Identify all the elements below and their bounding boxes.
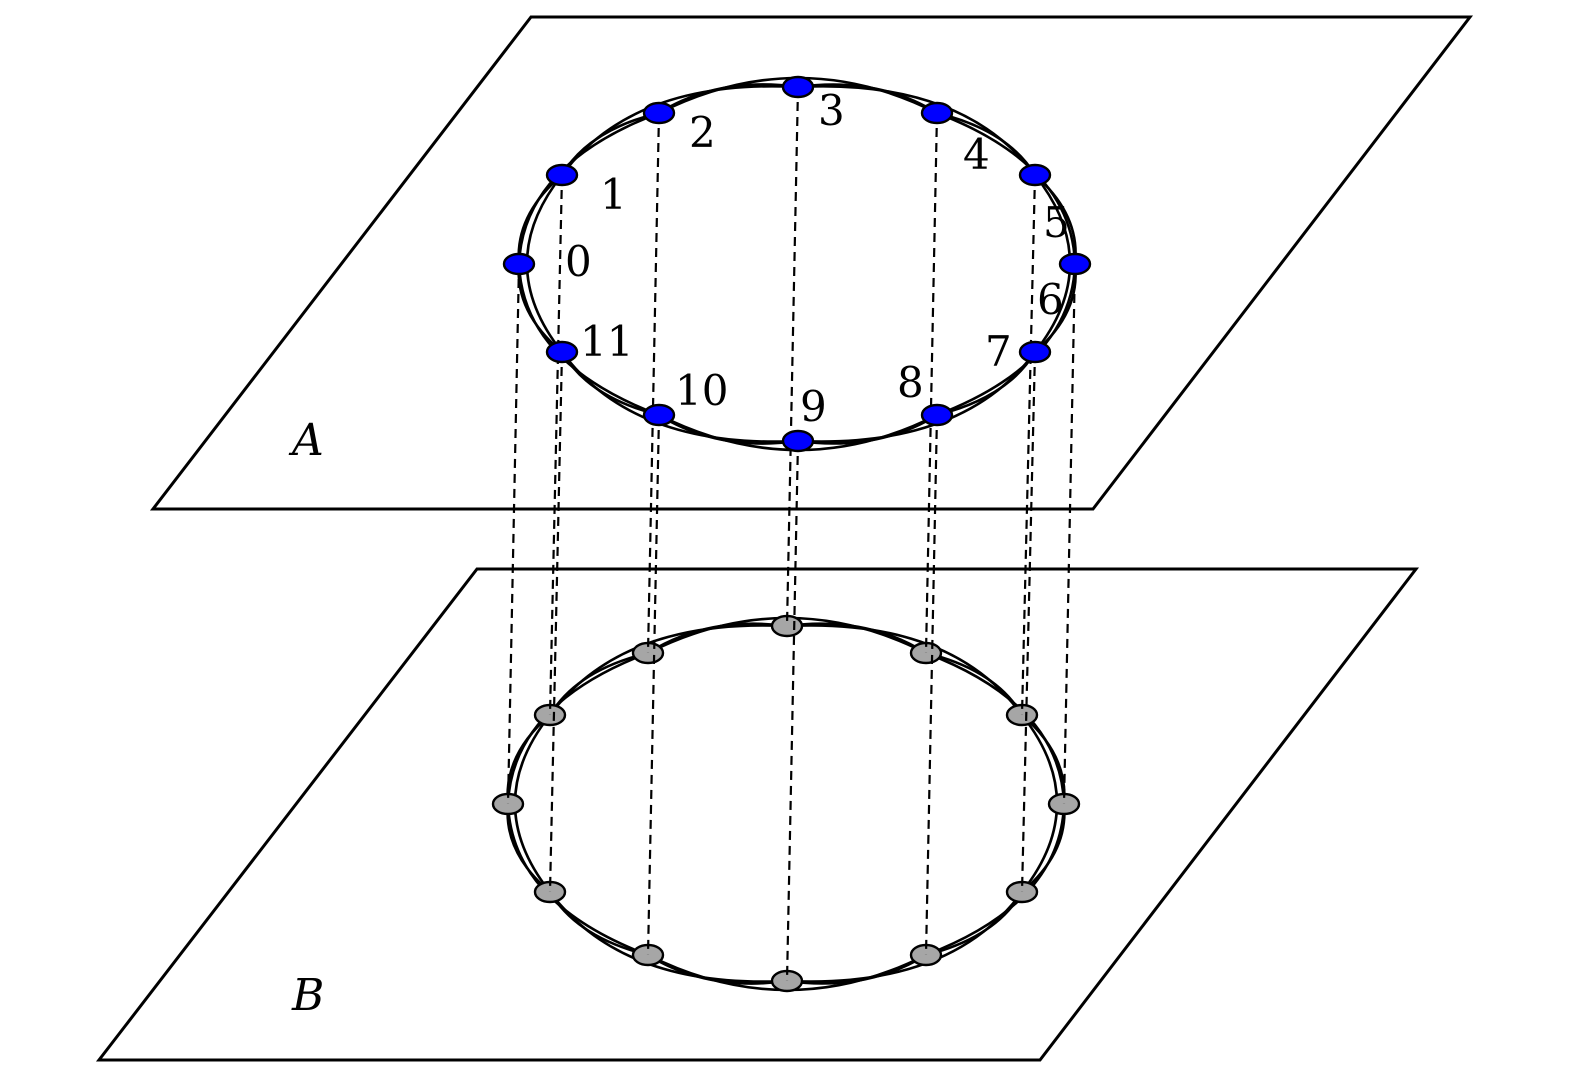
layer-a-node-10 bbox=[642, 403, 676, 427]
layer-a-node-6 bbox=[1058, 252, 1092, 276]
layer-a-node-11 bbox=[545, 340, 579, 364]
layer-a-nodes bbox=[502, 75, 1092, 453]
layer-b-edge-1-3 bbox=[548, 624, 788, 716]
inter-link-5 bbox=[1020, 174, 1037, 716]
layer-b-label: B bbox=[291, 970, 324, 1021]
inter-link-3 bbox=[785, 86, 800, 627]
layer-b-edge-0-1 bbox=[506, 714, 551, 805]
layer-a-node-label-10: 10 bbox=[675, 366, 728, 415]
layer-a-plane bbox=[149, 15, 1474, 511]
layer-a-node-3 bbox=[781, 75, 815, 99]
layer-a-node-label-11: 11 bbox=[580, 317, 633, 366]
layer-a-node-label-4: 4 bbox=[963, 130, 990, 179]
layer-a-node-labels: 01 2 3 4 5 67 8 9 10 11 bbox=[565, 86, 1070, 431]
layer-a-edge-1-3 bbox=[560, 85, 799, 176]
inter-link-2 bbox=[646, 112, 661, 654]
inter-link-7 bbox=[1020, 351, 1037, 893]
layer-b-edges bbox=[506, 616, 1066, 992]
layer-a-node-9 bbox=[781, 429, 815, 453]
layer-b-edge-4-6 bbox=[925, 651, 1066, 805]
layer-a-node-5 bbox=[1018, 163, 1052, 187]
layer-b-edge-7-9 bbox=[786, 891, 1024, 983]
inter-link-9 bbox=[785, 440, 800, 982]
layer-b-plane bbox=[95, 567, 1420, 1062]
layer-b-edge-1-2 bbox=[548, 651, 649, 716]
layer-b-edge-5-6 bbox=[1021, 714, 1066, 805]
layer-a-edge-0-1 bbox=[517, 174, 563, 265]
layer-a-node-4 bbox=[920, 101, 954, 125]
layer-b-edge-11-0 bbox=[506, 803, 551, 893]
layer-a-node-label-3: 3 bbox=[818, 86, 845, 135]
layer-b-edge-10-0 bbox=[506, 803, 649, 957]
layer-a-node-label-5: 5 bbox=[1043, 198, 1070, 247]
layer-b-edge-0-2 bbox=[506, 651, 649, 805]
layer-b-edge-3-5 bbox=[786, 624, 1024, 716]
layer-a-node-7 bbox=[1018, 340, 1052, 364]
inter-layer-links bbox=[506, 86, 1077, 982]
layer-a-node-8 bbox=[920, 403, 954, 427]
layer-b-edge-6-8 bbox=[925, 803, 1066, 957]
inter-link-8 bbox=[924, 414, 939, 956]
layer-a-node-1 bbox=[545, 163, 579, 187]
layer-a-node-label-6: 6 bbox=[1037, 275, 1064, 324]
layer-a-node-2 bbox=[642, 101, 676, 125]
inter-link-6 bbox=[1062, 263, 1077, 805]
layer-a-edge-1-2 bbox=[560, 111, 660, 176]
layer-b-edge-4-5 bbox=[925, 651, 1024, 716]
layer-a-node-0 bbox=[502, 252, 536, 276]
inter-link-1 bbox=[548, 174, 564, 716]
layer-b-edge-10-11 bbox=[548, 891, 649, 957]
layer-a-label: A bbox=[288, 415, 324, 466]
layer-a-node-label-1: 1 bbox=[600, 170, 627, 219]
layer-b-edge-7-8 bbox=[925, 891, 1024, 957]
layer-b-nodes bbox=[491, 614, 1081, 993]
layer-a-node-label-8: 8 bbox=[897, 358, 924, 407]
layer-a-edge-11-0 bbox=[517, 263, 563, 353]
layer-a-node-label-9: 9 bbox=[800, 382, 827, 431]
inter-link-11 bbox=[548, 351, 564, 893]
inter-link-10 bbox=[646, 414, 661, 956]
layer-a-node-label-0: 0 bbox=[565, 237, 592, 286]
inter-link-4 bbox=[924, 112, 939, 654]
layer-b-edge-6-7 bbox=[1021, 803, 1066, 893]
layer-a-node-label-2: 2 bbox=[689, 108, 716, 157]
inter-link-0 bbox=[506, 263, 521, 805]
layer-a-node-label-7: 7 bbox=[985, 327, 1012, 376]
layer-b-edge-9-11 bbox=[548, 891, 788, 983]
